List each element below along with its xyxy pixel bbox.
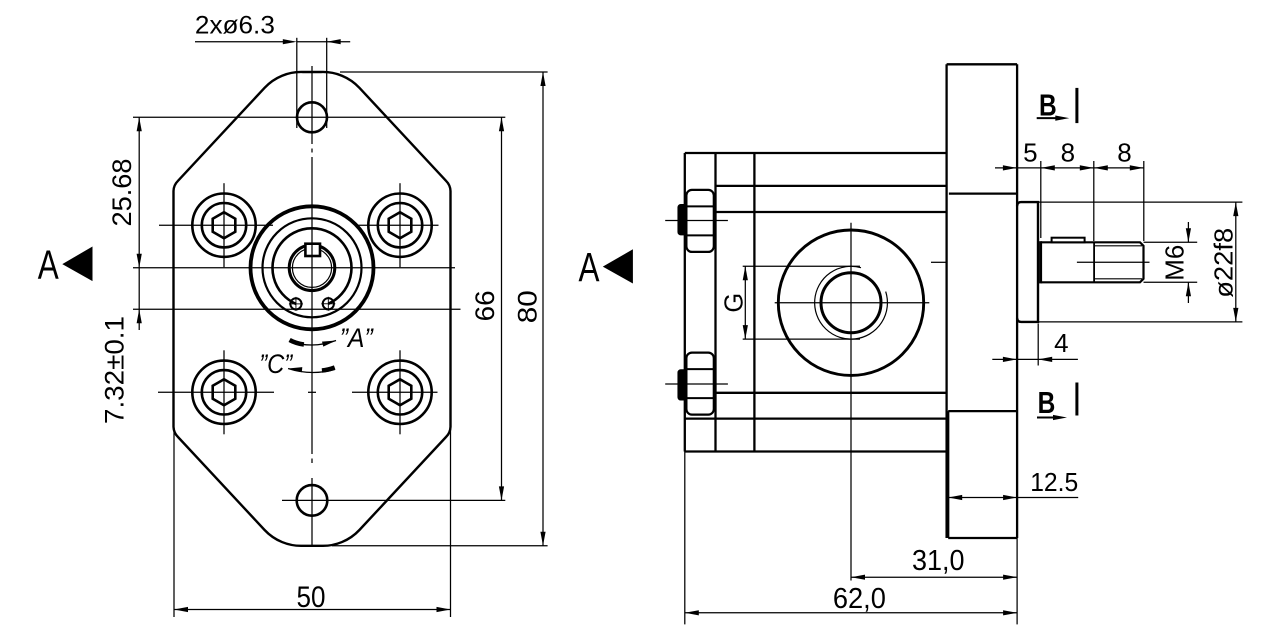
svg-text:G: G <box>721 293 749 313</box>
svg-text:2xø6.3: 2xø6.3 <box>195 12 275 40</box>
svg-text:A: A <box>38 241 59 287</box>
svg-text:5: 5 <box>1023 138 1037 168</box>
svg-text:25.68: 25.68 <box>107 159 137 227</box>
svg-text:62,0: 62,0 <box>833 583 886 615</box>
svg-text:B: B <box>1038 385 1056 420</box>
svg-text:12.5: 12.5 <box>1030 467 1078 497</box>
svg-text:”C”: ”C” <box>259 349 293 379</box>
svg-text:ø22f8: ø22f8 <box>1209 228 1239 298</box>
svg-text:80: 80 <box>512 290 542 323</box>
svg-text:8: 8 <box>1117 138 1131 168</box>
svg-text:8: 8 <box>1061 138 1075 168</box>
svg-text:M6: M6 <box>1161 245 1189 281</box>
svg-text:4: 4 <box>1054 328 1068 358</box>
svg-text:7.32±0.1: 7.32±0.1 <box>100 316 130 424</box>
svg-text:50: 50 <box>297 581 326 614</box>
svg-text:”A”: ”A” <box>340 323 374 353</box>
svg-text:B: B <box>1039 88 1057 123</box>
svg-text:31,0: 31,0 <box>912 545 965 577</box>
svg-text:A: A <box>579 244 600 290</box>
svg-text:66: 66 <box>470 290 500 321</box>
